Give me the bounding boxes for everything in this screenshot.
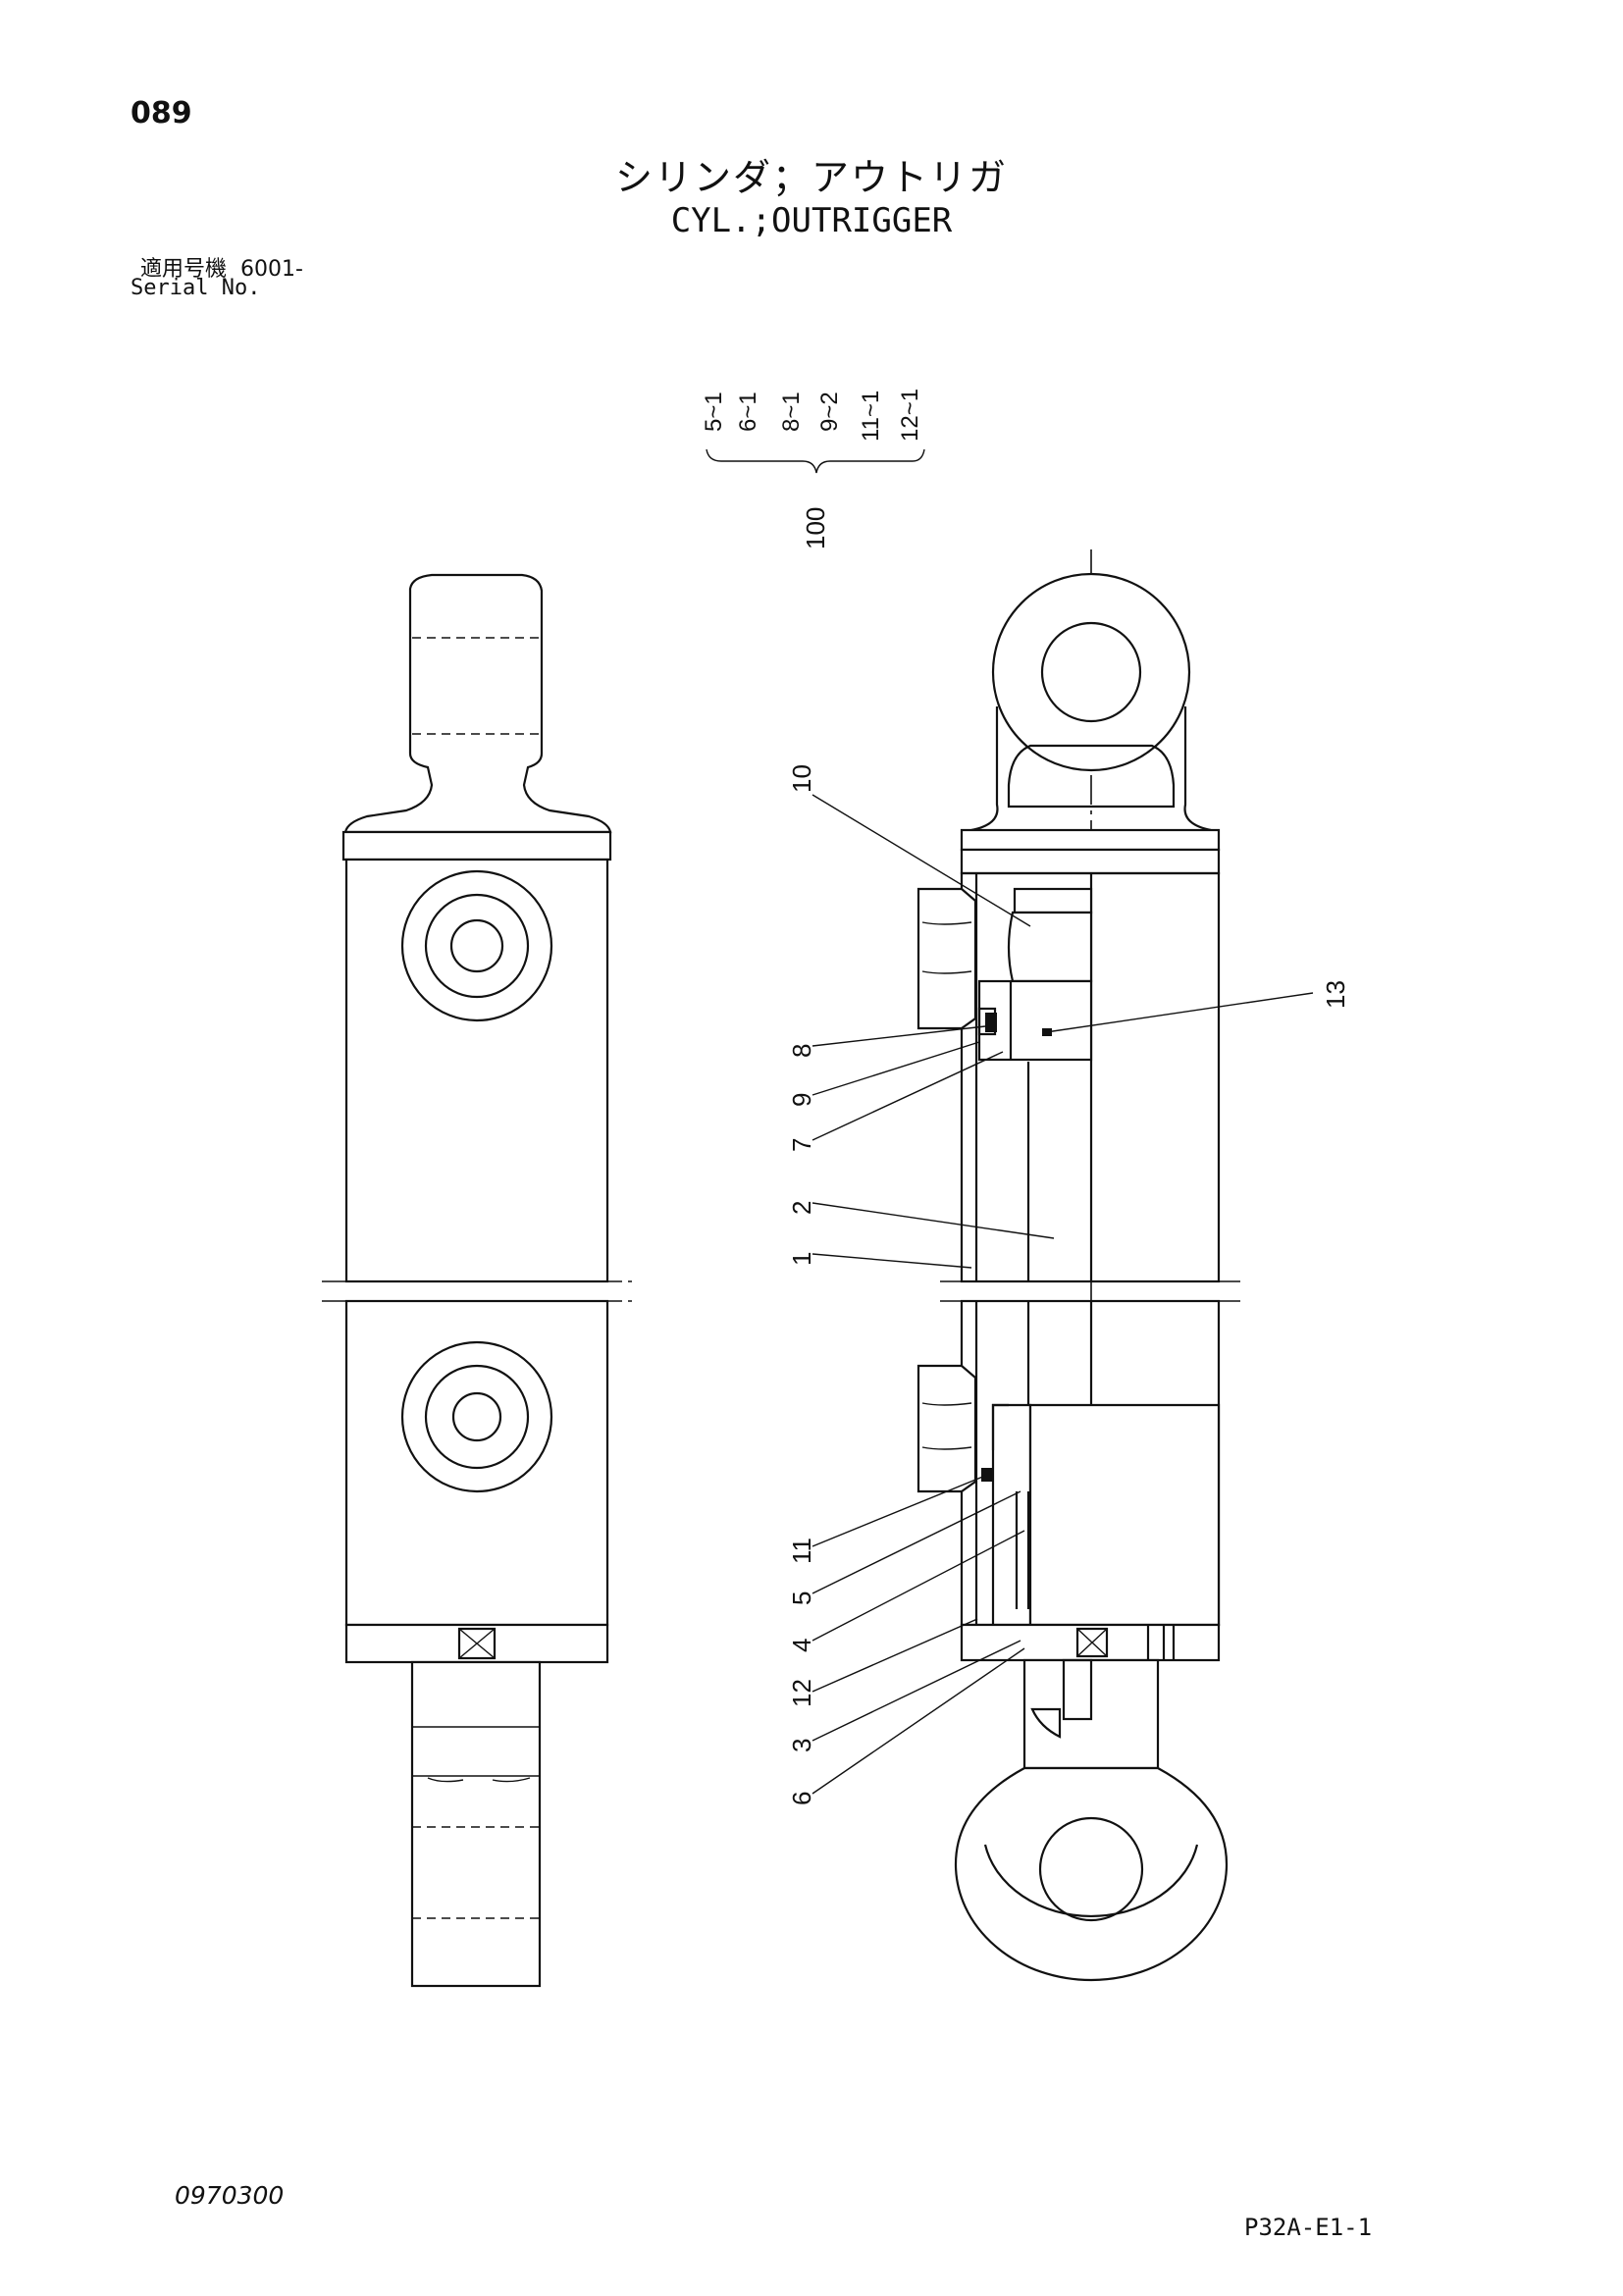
right-view-section	[916, 549, 1244, 1982]
gland	[960, 1623, 1221, 1662]
piston	[977, 979, 1093, 1062]
bottom-eye	[954, 1766, 1229, 1982]
callout-12: 12	[787, 1679, 816, 1707]
document-code: 0970300	[175, 2181, 285, 2210]
title-japanese: シリンダ；アウトリガ	[614, 156, 1008, 199]
kit-item-3: 8~1	[778, 391, 805, 432]
serial-label-japanese: 適用号機 6001-	[140, 251, 303, 283]
callout-9: 9	[787, 1093, 816, 1107]
serial-label-jp-text: 適用号機	[140, 257, 228, 282]
serial-value: 6001-	[240, 257, 303, 282]
left-lower-body	[344, 1299, 609, 1627]
nut-top	[1013, 887, 1093, 914]
left-view-exterior	[322, 573, 632, 1988]
page-number: 089	[131, 96, 192, 130]
kit-item-1: 5~1	[701, 391, 727, 432]
assembly-kit: 5~1 6~1 8~1 9~2 11~1 12~1 100	[701, 389, 925, 549]
callout-5: 5	[787, 1592, 816, 1605]
left-top-mount	[343, 573, 612, 834]
callout-11: 11	[787, 1538, 816, 1564]
sheet-code: P32A-E1-1	[1244, 2214, 1373, 2241]
right-head-flange	[960, 828, 1221, 852]
callout-10: 10	[787, 764, 816, 793]
kit-number: 100	[801, 507, 830, 549]
title-english: CYL.;OUTRIGGER	[670, 201, 953, 240]
lower-port-block	[916, 1364, 977, 1493]
callout-4: 4	[787, 1639, 816, 1652]
callout-3: 3	[787, 1739, 816, 1752]
callout-1: 1	[787, 1252, 816, 1266]
upper-port-block	[916, 887, 977, 1030]
kit-item-5: 11~1	[858, 391, 884, 442]
left-upper-body	[344, 858, 609, 1283]
callout-6: 6	[787, 1792, 816, 1805]
kit-brace	[706, 448, 925, 474]
left-rod	[410, 1660, 542, 1988]
nut	[1007, 911, 1093, 983]
serial-label-english: Serial No.	[131, 276, 261, 300]
callout-8: 8	[787, 1044, 816, 1058]
callout-13: 13	[1321, 980, 1350, 1009]
callouts: 10 13 8 9 7 2 1 11 5 4 12 3 6	[787, 764, 1350, 1805]
left-head-band	[341, 830, 612, 861]
kit-item-4: 9~2	[816, 391, 843, 432]
kit-item-2: 6~1	[735, 391, 761, 432]
callout-2: 2	[787, 1201, 816, 1215]
top-eye	[991, 572, 1191, 772]
kit-item-6: 12~1	[897, 389, 923, 442]
callout-7: 7	[787, 1138, 816, 1152]
